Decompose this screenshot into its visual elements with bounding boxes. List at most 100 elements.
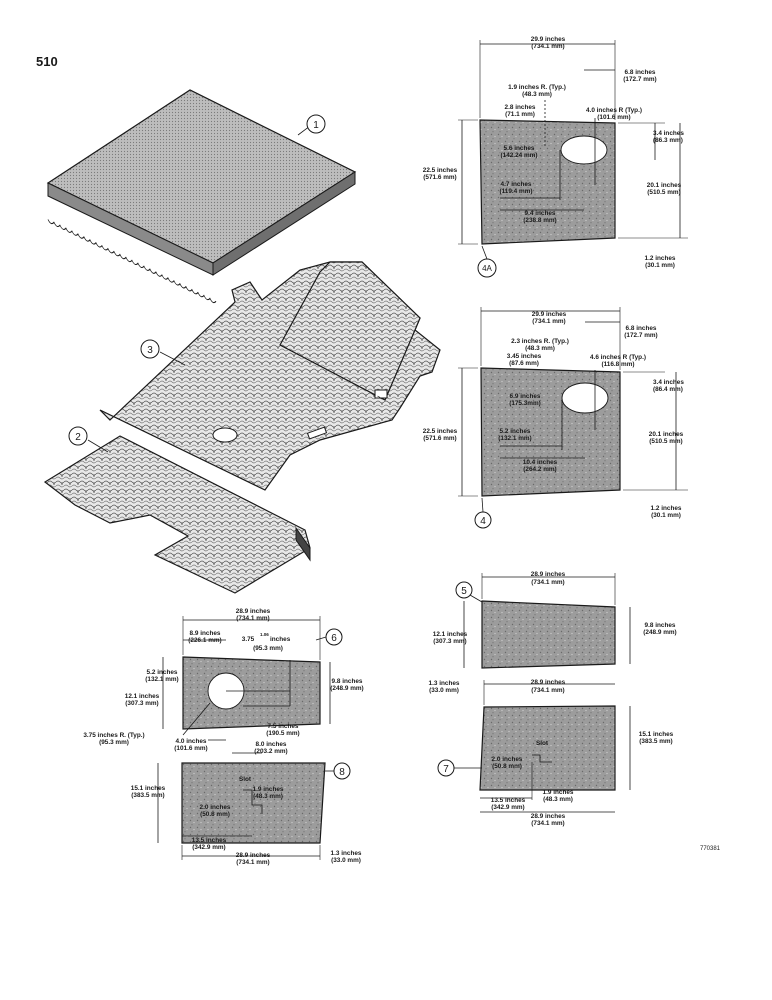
p6-lefth-mm: (307.3 mm) — [125, 700, 158, 707]
p4a-offset-in: 6.8 inches — [625, 69, 656, 76]
panel-8-drawing: 8 15.1 inches (383.5 mm) Slot 1.9 inches… — [131, 762, 362, 866]
callout-4-label: 4 — [480, 516, 486, 527]
p7-slotw-in: 2.0 inches — [492, 756, 523, 763]
p4-lefttop-in: 3.45 inches — [507, 353, 542, 360]
p6-r-in: 3.75 — [242, 636, 255, 643]
p4a-righttop-mm: (86.3 mm) — [653, 137, 683, 144]
p4-rsmall-mm: (48.3 mm) — [525, 345, 555, 352]
p7-widthtop-mm: (734.1 mm) — [531, 687, 564, 694]
callout-3-label: 3 — [147, 345, 153, 356]
p5-righth-mm: (248.9 mm) — [643, 629, 676, 636]
p7-left-in: 1.3 inches — [429, 680, 460, 687]
callout-2: 2 — [68, 426, 109, 453]
p4-low-mm: (132.1 mm) — [498, 435, 531, 442]
p6-top-mm: (132.1 mm) — [145, 676, 178, 683]
p7-righth-in: 15.1 inches — [639, 731, 674, 738]
p5-width-mm: (734.1 mm) — [531, 579, 564, 586]
panel-4a-drawing: 4A 29.9 inches (734.1 mm) 6.8 inches (17… — [423, 36, 688, 278]
p6-b-in: 4.0 inches — [176, 738, 207, 745]
p4a-height-mm: (571.6 mm) — [423, 174, 456, 181]
p4a-rsmall-mm: (48.3 mm) — [522, 91, 552, 98]
figure-code: 770381 — [700, 846, 721, 852]
p4a-rlarge-in: 4.0 inches R (Typ.) — [586, 107, 642, 114]
p5-lefth-mm: (307.3 mm) — [433, 638, 466, 645]
p8-sloth-mm: (48.3 mm) — [253, 793, 283, 800]
p4a-low-in: 4.7 inches — [501, 181, 532, 188]
p4a-rlarge-mm: (101.6 mm) — [597, 114, 630, 121]
p4-height-mm: (571.6 mm) — [423, 435, 456, 442]
p4-bottom-in: 1.2 inches — [651, 505, 682, 512]
p4a-lefttop-mm: (71.1 mm) — [505, 111, 535, 118]
p4a-width-in: 29.9 inches — [531, 36, 566, 43]
p4a-lefttop-in: 2.8 inches — [505, 104, 536, 111]
p7-widthbot-mm: (734.1 mm) — [531, 820, 564, 827]
p7-sloth-in: 1.9 inches — [543, 789, 574, 796]
callout-5-label: 5 — [461, 586, 467, 597]
p8-off-mm: (342.9 mm) — [192, 844, 225, 851]
p4-lefttop-mm: (87.6 mm) — [509, 360, 539, 367]
p4a-mid-in: 9.4 inches — [525, 210, 556, 217]
p5-lefth-in: 12.1 inches — [433, 631, 468, 638]
p7-off-in: 13.5 inches — [491, 797, 526, 804]
panel-6-drawing: 6 28.9 inches (734.1 mm) 8.9 inches (226… — [83, 608, 363, 755]
p6-rad-mm: (95.3 mm) — [99, 739, 129, 746]
callout-1-label: 1 — [313, 120, 319, 131]
p4-bottom-mm: (30.1 mm) — [651, 512, 681, 519]
callout-2-label: 2 — [75, 432, 81, 443]
p8-width-in: 28.9 inches — [236, 852, 271, 859]
p4a-hole-mm: (142.24 mm) — [501, 152, 538, 159]
p4a-bottom-in: 1.2 inches — [645, 255, 676, 262]
p4-width-mm: (734.1 mm) — [532, 318, 565, 325]
p6-r-suffix: inches — [270, 636, 291, 643]
p4a-width-mm: (734.1 mm) — [531, 43, 564, 50]
callout-6-label: 6 — [331, 633, 337, 644]
callout-8-label: 8 — [339, 767, 345, 778]
callout-7-label: 7 — [443, 764, 449, 775]
p6-righth-in: 9.8 inches — [332, 678, 363, 685]
p4-mid-mm: (264.2 mm) — [523, 466, 556, 473]
p8-slot-label: Slot — [239, 776, 252, 783]
floor-mat-cutout-illustration — [43, 435, 311, 594]
p6-top-in: 5.2 inches — [147, 669, 178, 676]
p4a-bottom-mm: (30.1 mm) — [645, 262, 675, 269]
p4-offset-mm: (172.7 mm) — [624, 332, 657, 339]
p4a-height-in: 22.5 inches — [423, 167, 458, 174]
p7-slotw-mm: (50.8 mm) — [492, 763, 522, 770]
p4-rsmall-in: 2.3 inches R. (Typ.) — [511, 338, 569, 345]
p8-lefth-mm: (383.5 mm) — [131, 792, 164, 799]
p7-widthtop-in: 28.9 inches — [531, 679, 566, 686]
p4a-mid-mm: (238.8 mm) — [523, 217, 556, 224]
p7-sloth-mm: (48.3 mm) — [543, 796, 573, 803]
p4-righth-mm: (510.5 mm) — [649, 438, 682, 445]
callout-4a-label: 4A — [482, 264, 492, 273]
p7-slot-label: Slot — [536, 740, 549, 747]
p6-c-mm: (203.2 mm) — [254, 748, 287, 755]
p8-right-mm: (33.0 mm) — [331, 857, 361, 864]
p4-hole-mm: (175.3mm) — [509, 400, 541, 407]
p4a-offset-mm: (172.7 mm) — [623, 76, 656, 83]
p5-righth-in: 9.8 inches — [645, 622, 676, 629]
p4a-righth-mm: (510.5 mm) — [647, 189, 680, 196]
p6-c-in: 8.0 inches — [256, 741, 287, 748]
floor-mat-main-illustration — [99, 261, 441, 491]
panel-4-drawing: 4 29.9 inches (734.1 mm) 6.8 inches (172… — [423, 307, 688, 529]
p6-r-frac: 1.06 — [260, 632, 269, 637]
p4-rlarge-in: 4.6 inches R (Typ.) — [590, 354, 646, 361]
panel-5-drawing: 5 28.9 inches (734.1 mm) 12.1 inches (30… — [433, 571, 677, 669]
p4a-hole-in: 5.6 inches — [504, 145, 535, 152]
p4-mid-in: 10.4 inches — [523, 459, 558, 466]
page-number: 510 — [36, 54, 58, 69]
p6-rad-in: 3.75 inches R. (Typ.) — [83, 732, 144, 739]
p6-width-in: 28.9 inches — [236, 608, 271, 615]
p4-righth-in: 20.1 inches — [649, 431, 684, 438]
p7-righth-mm: (383.5 mm) — [639, 738, 672, 745]
p5-width-in: 28.9 inches — [531, 571, 566, 578]
p4-righttop-in: 3.4 inches — [653, 379, 684, 386]
p4-hole-in: 6.9 inches — [510, 393, 541, 400]
p8-sloth-in: 1.9 inches — [253, 786, 284, 793]
p4-righttop-mm: (86.4 mm) — [653, 386, 683, 393]
p4-width-in: 29.9 inches — [532, 311, 567, 318]
p7-off-mm: (342.9 mm) — [491, 804, 524, 811]
p6-holeoff-in: 8.9 inches — [190, 630, 221, 637]
p6-righth-mm: (248.9 mm) — [330, 685, 363, 692]
